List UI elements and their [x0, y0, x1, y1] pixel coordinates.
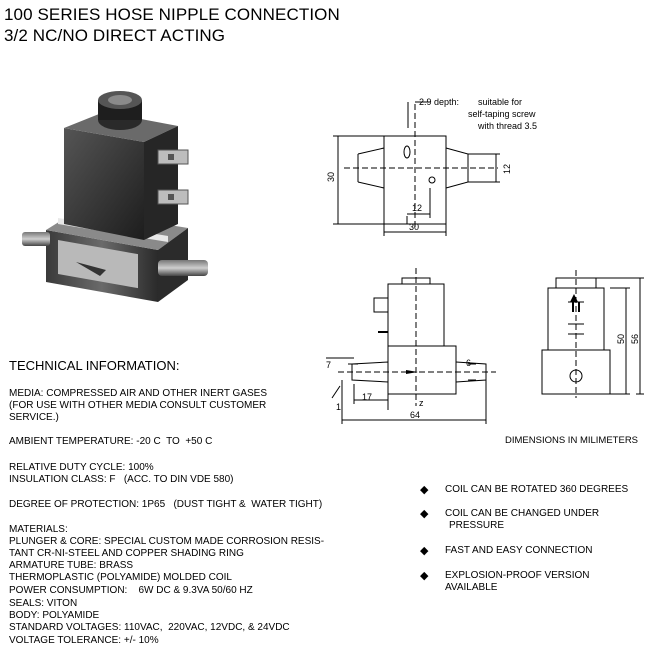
spec-voltages: STANDARD VOLTAGES: 110VAC, 220VAC, 12VDC… — [9, 622, 290, 633]
screw-note-line2: self-taping screw — [468, 109, 536, 119]
bullet-diamond-icon: ◆ — [420, 545, 429, 557]
spec-media-line2: (FOR USE WITH OTHER MEDIA CONSULT CUSTOM… — [9, 400, 267, 411]
feature-text: COIL CAN BE CHANGED UNDER — [445, 508, 600, 519]
bullet-diamond-icon: ◆ — [420, 570, 429, 582]
bullet-diamond-icon: ◆ — [420, 484, 429, 496]
valve-photo — [22, 91, 208, 302]
spec-media-line1: MEDIA: COMPRESSED AIR AND OTHER INERT GA… — [9, 388, 268, 399]
spec-insulation: INSULATION CLASS: F (ACC. TO DIN VDE 580… — [9, 474, 234, 485]
dim-1: 1 — [336, 402, 341, 412]
spec-body: BODY: POLYAMIDE — [9, 610, 100, 621]
dim-7: 7 — [326, 360, 331, 370]
screw-note-line3: with thread 3.5 — [477, 121, 537, 131]
dim-56: 56 — [630, 334, 640, 344]
spec-duty: RELATIVE DUTY CYCLE: 100% — [9, 462, 154, 473]
spec-ambient: AMBIENT TEMPERATURE: -20 C TO +50 C — [9, 436, 213, 447]
bullet-diamond-icon: ◆ — [420, 508, 429, 520]
dim-12-right: 12 — [502, 164, 512, 174]
dim-z: z — [419, 398, 424, 408]
spec-protection: DEGREE OF PROTECTION: 1P65 (DUST TIGHT &… — [9, 499, 323, 510]
spec-power: POWER CONSUMPTION: 6W DC & 9.3VA 50/60 H… — [9, 585, 253, 596]
dim-12-bottom: 12 — [412, 203, 422, 213]
feature-text: FAST AND EASY CONNECTION — [445, 545, 593, 556]
dim-17: 17 — [362, 392, 372, 402]
dimensions-note: DIMENSIONS IN MILIMETERS — [505, 435, 639, 446]
page-title: 100 SERIES HOSE NIPPLE CONNECTION — [4, 5, 340, 24]
spec-materials: MATERIALS: — [9, 524, 68, 535]
dim-64: 64 — [410, 410, 420, 420]
depth-note: 2.9 depth: — [419, 97, 459, 107]
feature-text-cont: PRESSURE — [449, 520, 505, 531]
dim-30-width: 30 — [409, 222, 419, 232]
dim-50: 50 — [616, 334, 626, 344]
spec-seals: SEALS: VITON — [9, 598, 78, 609]
spec-plunger-line2: TANT CR-NI-STEEL AND COPPER SHADING RING — [9, 548, 244, 559]
dimension-drawing: 2.9 depth: suitable for self-taping scre… — [326, 97, 644, 424]
spec-tolerance: VOLTAGE TOLERANCE: +/- 10% — [9, 635, 159, 646]
spec-armature: ARMATURE TUBE: BRASS — [9, 560, 134, 571]
feature-text-cont: AVAILABLE — [445, 582, 498, 593]
technical-heading: TECHNICAL INFORMATION: — [9, 358, 180, 373]
spec-coil: THERMOPLASTIC (POLYAMIDE) MOLDED COIL — [9, 572, 232, 583]
feature-text: COIL CAN BE ROTATED 360 DEGREES — [445, 484, 629, 495]
spec-media-line3: SERVICE.) — [9, 412, 59, 423]
dim-30-height: 30 — [326, 172, 336, 182]
screw-note-line1: suitable for — [478, 97, 522, 107]
dim-6: 6 — [466, 358, 471, 368]
spec-plunger-line1: PLUNGER & CORE: SPECIAL CUSTOM MADE CORR… — [9, 536, 325, 547]
feature-text: EXPLOSION-PROOF VERSION — [445, 570, 590, 581]
page-subtitle: 3/2 NC/NO DIRECT ACTING — [4, 26, 226, 45]
